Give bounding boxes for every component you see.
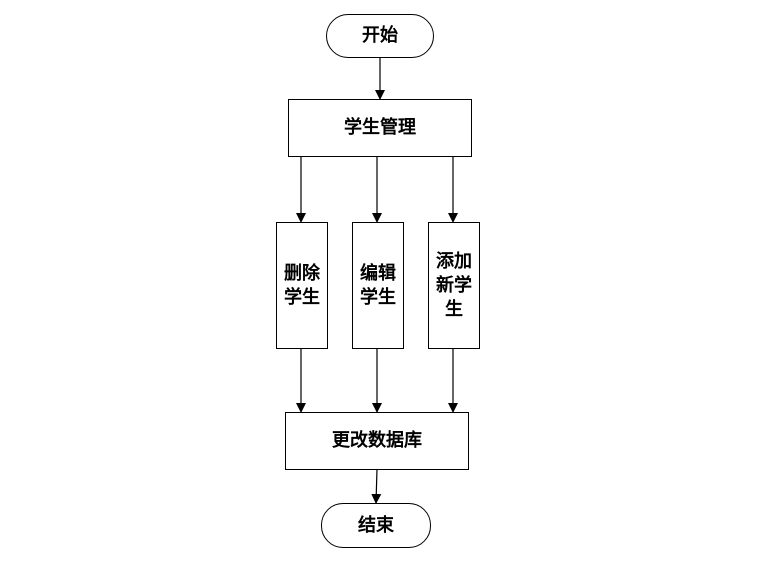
edit-student-label-line2: 学生 [360, 286, 396, 308]
update-database-node: 更改数据库 [285, 412, 469, 470]
arrow-db-to-end [371, 468, 382, 504]
delete-student-node: 删除 学生 [276, 222, 328, 349]
start-node: 开始 [326, 14, 434, 58]
update-database-label: 更改数据库 [332, 430, 422, 451]
add-student-label-line2: 新学生 [436, 274, 472, 320]
edit-student-label-line1: 编辑 [360, 262, 396, 284]
end-label: 结束 [358, 514, 394, 536]
end-node: 结束 [321, 503, 431, 548]
student-management-label: 学生管理 [344, 117, 416, 138]
add-student-label-line1: 添加 [436, 250, 472, 272]
add-student-node: 添加 新学生 [428, 222, 480, 349]
delete-student-label-line1: 删除 [284, 262, 320, 284]
edit-student-node: 编辑 学生 [352, 222, 404, 349]
start-label: 开始 [362, 25, 398, 46]
delete-student-label-line2: 学生 [284, 286, 320, 308]
student-management-node: 学生管理 [288, 99, 472, 157]
